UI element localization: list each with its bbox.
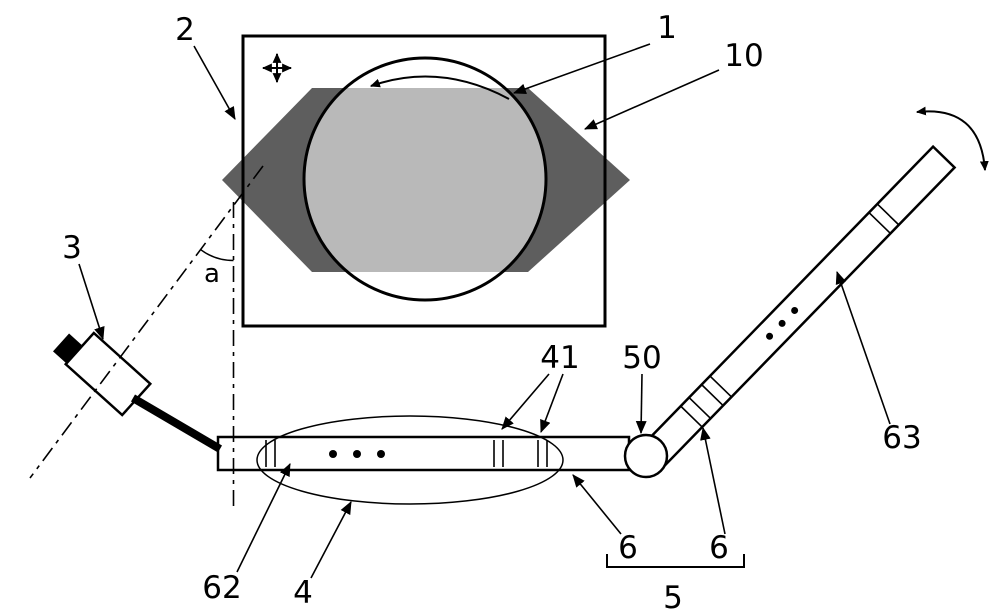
swing-double-arrow-icon: [915, 106, 989, 172]
label-63: 63: [882, 420, 921, 456]
angle-label: a: [204, 259, 220, 289]
move-icon: [261, 52, 293, 84]
reference-labels: 2 1 10 3 41 50 63 62 4 6 6 5: [62, 10, 922, 615]
angle-arc: [200, 249, 234, 262]
leader-41-right: [540, 373, 564, 434]
leader-10: [584, 69, 720, 130]
label-1: 1: [657, 10, 677, 46]
leader-1: [512, 43, 651, 95]
label-6-right: 6: [709, 530, 729, 566]
swing-arm-body: [641, 144, 957, 467]
horizontal-arm: [216, 435, 631, 472]
label-6-left: 6: [618, 530, 638, 566]
horizontal-arm-dots: [329, 450, 385, 458]
probe-device-tab: [53, 333, 83, 364]
group-bracket-5: [606, 554, 745, 568]
leader-2: [193, 45, 236, 120]
label-3: 3: [62, 230, 82, 266]
wafer-overlap-fill: [304, 88, 546, 272]
tilted-probe-axis: [29, 165, 264, 479]
swing-arm-joint-marks: [680, 203, 900, 428]
wafer-circle-outline: [302, 56, 548, 302]
swing-arm: [641, 144, 957, 467]
label-4: 4: [293, 575, 313, 611]
leader-63: [835, 270, 891, 425]
arm-section-ellipse: [256, 415, 564, 505]
horizontal-arm-joint-marks: [265, 440, 548, 467]
stage-frame-border: [241, 34, 607, 328]
label-50: 50: [622, 340, 661, 376]
leader-50: [635, 373, 647, 435]
label-2: 2: [175, 12, 195, 48]
swing-arm-dots: [766, 306, 799, 340]
label-10: 10: [724, 38, 763, 74]
wafer-rotation-arrow-icon: [369, 75, 510, 100]
leader-3: [78, 263, 105, 341]
label-5: 5: [663, 580, 683, 615]
probe-shaft: [130, 394, 223, 453]
leader-6-left: [572, 474, 622, 535]
leader-41-left: [501, 373, 550, 430]
leader-lines: [78, 43, 891, 579]
leader-6-right: [700, 426, 726, 535]
label-62: 62: [202, 570, 241, 606]
leader-62: [236, 463, 291, 573]
rotary-joint: [623, 433, 669, 479]
leader-4: [310, 501, 352, 579]
label-41: 41: [540, 340, 579, 376]
